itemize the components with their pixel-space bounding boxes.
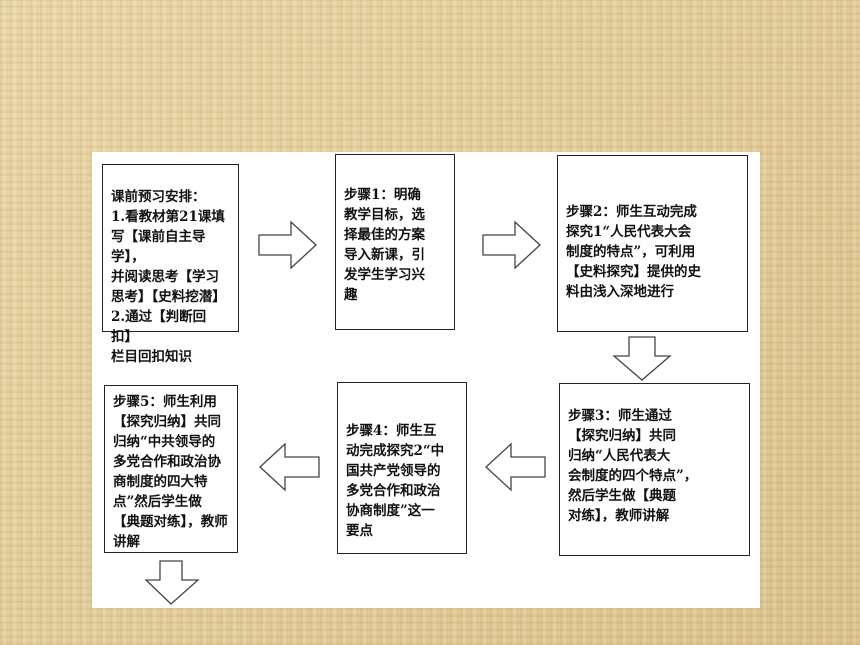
step-box-2: 步骤2：师生互动完成 探究1“人民代表大会 制度的特点”，可利用 【史料探究】提… <box>557 155 748 332</box>
step-text-5: 步骤5：师生利用 【探究归纳】共同 归纳“中共领导的 多党合作和政治协 商制度的… <box>113 394 228 550</box>
arrow-right-1 <box>258 220 317 270</box>
step-box-3: 步骤3：师生通过 【探究归纳】共同 归纳“人民代表大 会制度的四个特点”， 然后… <box>559 383 750 556</box>
flowchart-panel: 课前预习安排： 1.看教材第21课填 写【课前自主导学】， 并阅读思考【学习 思… <box>92 152 760 608</box>
arrow-left-5 <box>259 442 320 492</box>
step-text-pre-study: 课前预习安排： 1.看教材第21课填 写【课前自主导学】， 并阅读思考【学习 思… <box>111 189 226 365</box>
step-text-1: 步骤1：明确 教学目标，选 择最佳的方案 导入新课，引 发学生学习兴 趣 <box>344 187 425 303</box>
step-box-pre-study: 课前预习安排： 1.看教材第21课填 写【课前自主导学】， 并阅读思考【学习 思… <box>102 164 239 365</box>
arrow-left-4 <box>485 442 546 492</box>
step-box-5: 步骤5：师生利用 【探究归纳】共同 归纳“中共领导的 多党合作和政治协 商制度的… <box>104 385 238 553</box>
step-box-1: 步骤1：明确 教学目标，选 择最佳的方案 导入新课，引 发学生学习兴 趣 <box>335 154 455 330</box>
step-text-4: 步骤4：师生互 动完成探究2“中 国共产党领导的 多党合作和政治 协商制度”这一… <box>346 423 445 539</box>
step-box-4: 步骤4：师生互 动完成探究2“中 国共产党领导的 多党合作和政治 协商制度”这一… <box>337 382 467 554</box>
step-text-2: 步骤2：师生互动完成 探究1“人民代表大会 制度的特点”，可利用 【史料探究】提… <box>566 204 701 300</box>
arrow-down-3 <box>612 336 672 381</box>
step-text-3: 步骤3：师生通过 【探究归纳】共同 归纳“人民代表大 会制度的四个特点”， 然后… <box>568 408 698 524</box>
arrow-down-6 <box>144 560 200 605</box>
arrow-right-2 <box>482 220 541 270</box>
